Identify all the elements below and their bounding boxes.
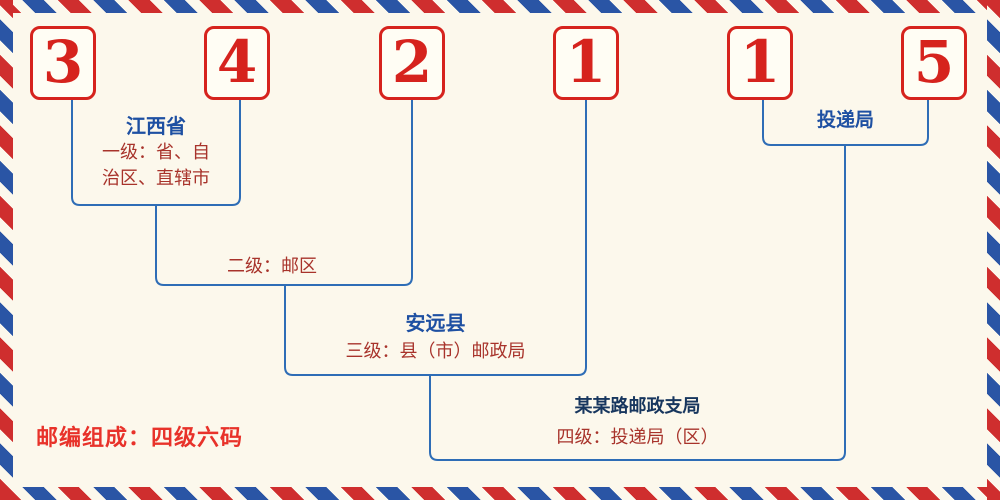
airmail-border-left bbox=[0, 0, 13, 500]
level1-place-label: 江西省 bbox=[126, 114, 186, 138]
digit-box-2: 4 bbox=[204, 26, 270, 100]
level3-place-label: 安远县 bbox=[405, 311, 466, 335]
airmail-border-top bbox=[0, 0, 1000, 13]
delivery-office-label: 投递局 bbox=[816, 109, 874, 131]
digit-box-6: 5 bbox=[901, 26, 967, 100]
level3-description: 三级：县（市）邮政局 bbox=[345, 341, 526, 362]
postal-code-composition-note: 邮编组成：四级六码 bbox=[36, 426, 244, 451]
level4-description: 四级：投递局（区） bbox=[556, 427, 719, 448]
digit-box-4: 1 bbox=[553, 26, 619, 100]
airmail-border-bottom bbox=[0, 487, 1000, 500]
level1-description: 一级：省、自 治区、直辖市 bbox=[102, 142, 210, 189]
digit-box-1: 3 bbox=[30, 26, 96, 100]
digit-box-3: 2 bbox=[379, 26, 445, 100]
level2-description: 二级：邮区 bbox=[227, 256, 317, 277]
airmail-border-right bbox=[987, 0, 1000, 500]
level4-place-label: 某某路邮政支局 bbox=[574, 396, 701, 417]
digit-box-5: 1 bbox=[727, 26, 793, 100]
